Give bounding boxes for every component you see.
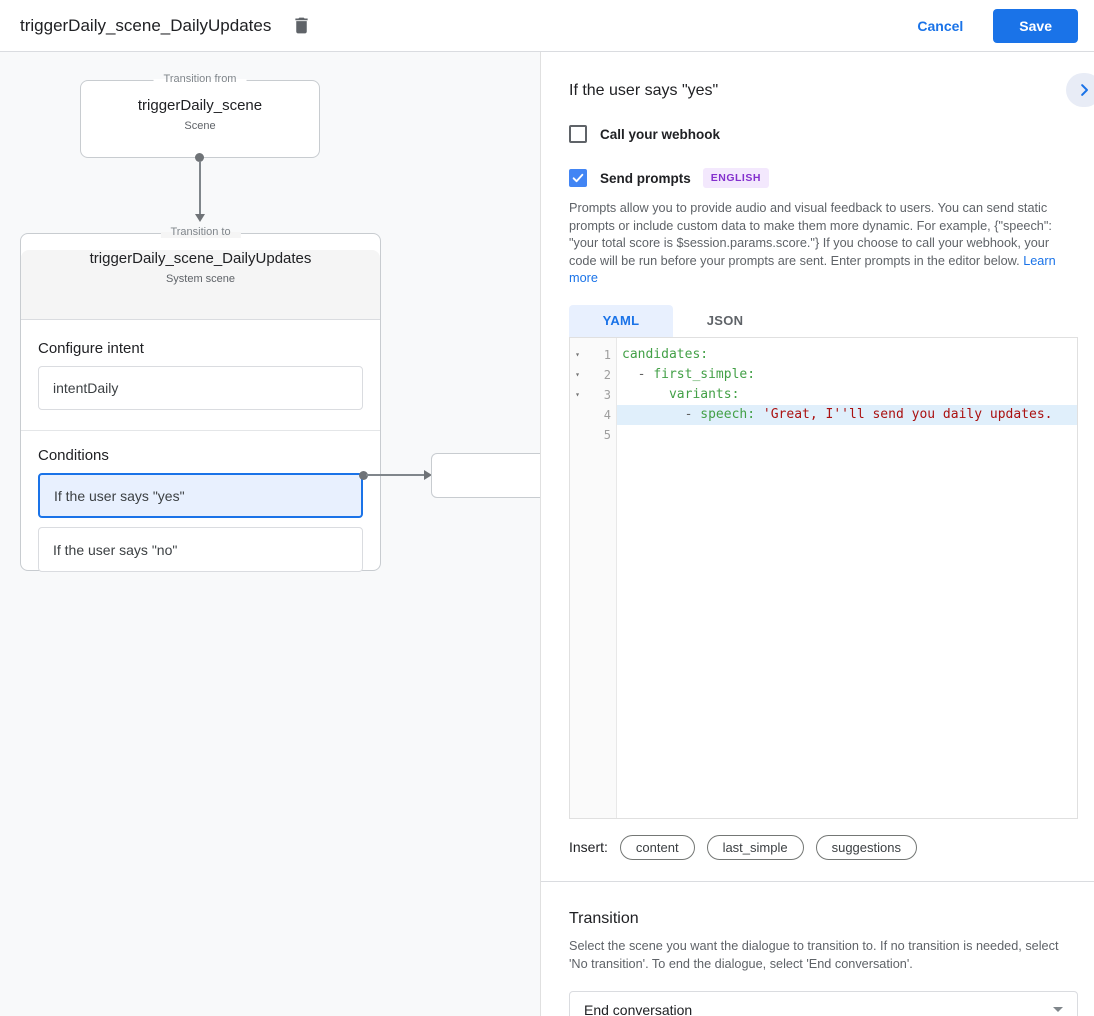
code-token: 'Great, I''ll send you daily updates. — [762, 406, 1053, 422]
webhook-row: Call your webhook — [569, 125, 1078, 143]
code-line[interactable]: variants: — [617, 385, 1077, 405]
delete-scene-button[interactable] — [289, 14, 313, 38]
editor-tabs: YAML JSON — [569, 304, 1078, 337]
panel-heading: If the user says "yes" — [569, 82, 719, 99]
header: triggerDaily_scene_DailyUpdates Cancel S… — [0, 0, 1094, 52]
insert-label: Insert: — [569, 839, 608, 856]
insert-suggestions-button[interactable]: suggestions — [815, 834, 917, 860]
line-number: 5 — [603, 427, 611, 442]
fold-arrow-icon[interactable]: ▾ — [575, 350, 580, 360]
code-editor[interactable]: ▾ 1 ▾ 2 ▾ 3 4 5 candidates: - first_simple: var… — [569, 336, 1078, 819]
transition-from-node[interactable]: Transition from triggerDaily_scene Scene — [80, 73, 320, 158]
code-token — [622, 367, 638, 382]
code-line[interactable] — [617, 425, 1077, 445]
card-divider — [21, 430, 380, 431]
call-webhook-label: Call your webhook — [600, 126, 721, 142]
code-token: variants: — [668, 386, 740, 402]
code-token — [622, 407, 685, 422]
call-webhook-checkbox[interactable] — [569, 125, 587, 143]
transition-description: Select the scene you want the dialogue t… — [569, 938, 1059, 971]
configure-intent-label: Configure intent — [38, 340, 144, 357]
code-token: candidates: — [622, 346, 709, 362]
to-node-title: triggerDaily_scene_DailyUpdates — [89, 250, 312, 267]
send-prompts-label: Send prompts — [600, 170, 691, 186]
transition-select-value: End conversation — [584, 1001, 693, 1016]
panel-divider — [541, 880, 1094, 882]
code-token: - — [637, 366, 654, 382]
code-token: first_simple: — [653, 366, 756, 382]
code-token: speech: — [700, 406, 756, 422]
transition-heading: Transition — [569, 909, 639, 927]
transition-to-legend: Transition to — [160, 226, 241, 238]
fold-arrow-icon[interactable]: ▾ — [575, 370, 580, 380]
intent-value: intentDaily — [53, 380, 119, 396]
send-prompts-row: Send prompts ENGLISH — [569, 168, 1078, 188]
trash-icon — [291, 15, 312, 36]
intent-field[interactable]: intentDaily — [38, 366, 363, 410]
insert-row: Insert: content last_simple suggestions — [569, 834, 1078, 860]
cancel-button[interactable]: Cancel — [917, 17, 964, 34]
insert-content-button[interactable]: content — [619, 834, 695, 860]
transition-select[interactable]: End conversation — [569, 991, 1078, 1016]
code-token: - — [684, 406, 701, 422]
line-number: 3 — [603, 387, 611, 402]
condition-row-yes[interactable]: If the user says "yes" — [38, 473, 363, 518]
connector-dot — [195, 153, 204, 162]
transition-target-node[interactable] — [431, 453, 540, 498]
editor-gutter: ▾ 1 ▾ 2 ▾ 3 4 5 — [570, 337, 617, 818]
chevron-right-icon — [1075, 81, 1093, 99]
from-node-title: triggerDaily_scene — [137, 97, 263, 114]
from-node-subtitle: Scene — [184, 120, 216, 132]
prompts-description: Prompts allow you to provide audio and v… — [569, 200, 1078, 288]
conditions-label: Conditions — [38, 447, 109, 464]
code-line[interactable]: candidates: — [617, 345, 1077, 365]
save-button[interactable]: Save — [993, 8, 1078, 43]
condition-detail-panel: If the user says "yes" Call your webhook… — [540, 52, 1094, 1016]
connector-dot — [359, 471, 368, 480]
arrow-right-icon — [424, 470, 432, 480]
line-number: 1 — [603, 347, 611, 362]
arrow-down-icon — [195, 214, 205, 222]
condition-yes-label: If the user says "yes" — [54, 487, 185, 504]
connector-line-vertical — [199, 161, 201, 214]
scene-graph-canvas[interactable]: Transition from triggerDaily_scene Scene… — [0, 52, 540, 1016]
send-prompts-checkbox[interactable] — [569, 169, 587, 187]
code-line[interactable]: - first_simple: — [617, 365, 1077, 385]
insert-last-simple-button[interactable]: last_simple — [706, 834, 804, 860]
to-card-header: triggerDaily_scene_DailyUpdates System s… — [21, 250, 380, 320]
prompts-description-text: Prompts allow you to provide audio and v… — [569, 201, 1052, 268]
tab-json[interactable]: JSON — [706, 313, 744, 329]
language-badge: ENGLISH — [702, 168, 769, 188]
code-line[interactable]: - speech: 'Great, I''ll send you daily u… — [617, 404, 1077, 425]
checkmark-icon — [571, 171, 585, 185]
collapse-panel-button[interactable] — [1066, 73, 1094, 107]
connector-line-horizontal — [366, 474, 424, 476]
to-node-subtitle: System scene — [165, 273, 236, 285]
code-token — [755, 407, 763, 422]
tab-yaml[interactable]: YAML — [569, 304, 673, 337]
condition-no-label: If the user says "no" — [53, 541, 178, 558]
line-number: 4 — [603, 407, 611, 422]
transition-to-card[interactable]: Transition to triggerDaily_scene_DailyUp… — [20, 226, 381, 572]
page-title: triggerDaily_scene_DailyUpdates — [20, 15, 272, 35]
condition-row-no[interactable]: If the user says "no" — [38, 527, 363, 572]
code-token — [622, 387, 669, 402]
editor-code-area[interactable]: candidates: - first_simple: variants: - … — [617, 338, 1077, 818]
line-number: 2 — [603, 367, 611, 382]
transition-from-legend: Transition from — [153, 73, 247, 85]
chevron-down-icon — [1053, 1007, 1063, 1013]
learn-more-link[interactable]: Learn more — [569, 253, 1056, 286]
fold-arrow-icon[interactable]: ▾ — [575, 390, 580, 400]
